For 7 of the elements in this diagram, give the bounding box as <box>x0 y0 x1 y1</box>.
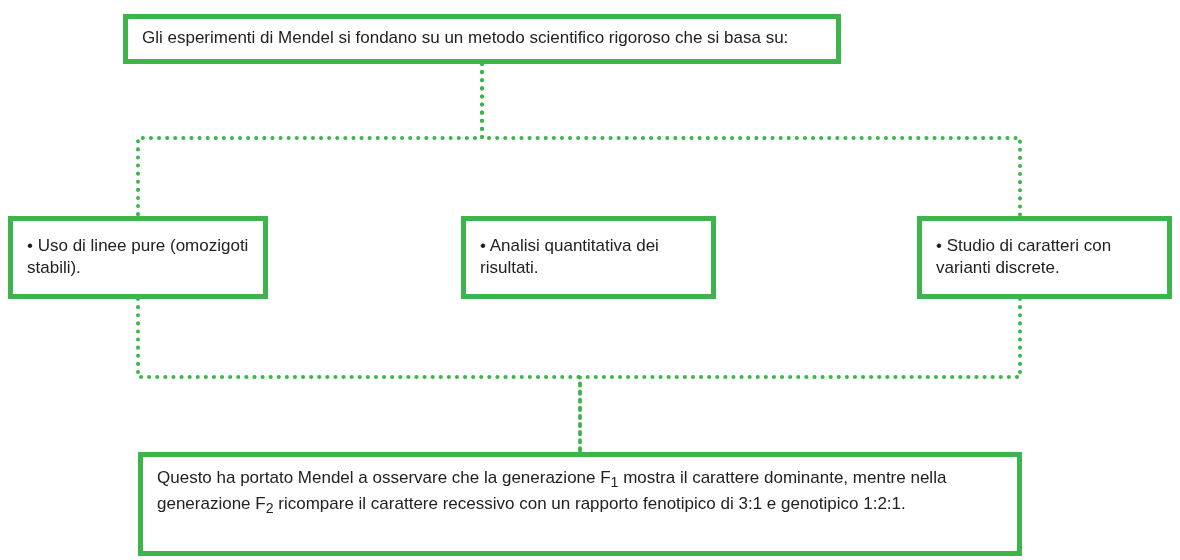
dotted-connector <box>578 297 1022 454</box>
text-box: • Analisi quantitativa dei risultati. <box>461 216 716 299</box>
text-box: • Uso di linee pure (omozigoti stabili). <box>8 216 268 299</box>
dotted-connector <box>480 62 1022 218</box>
text-box: Questo ha portato Mendel a osservare che la generazione F$_{1}$ mostra il carattere dominante, mentre nella generazione F$_{2}$ ricompare il carattere recessivo con un rapporto fenotipico di 3:1 e genotipico 1:2:1. <box>138 452 1022 556</box>
text-box: • Studio di caratteri con varianti discrete. <box>917 216 1172 299</box>
text-box: Gli esperimenti di Mendel si fondano su un metodo scientifico rigoroso che si basa su: <box>123 14 841 64</box>
